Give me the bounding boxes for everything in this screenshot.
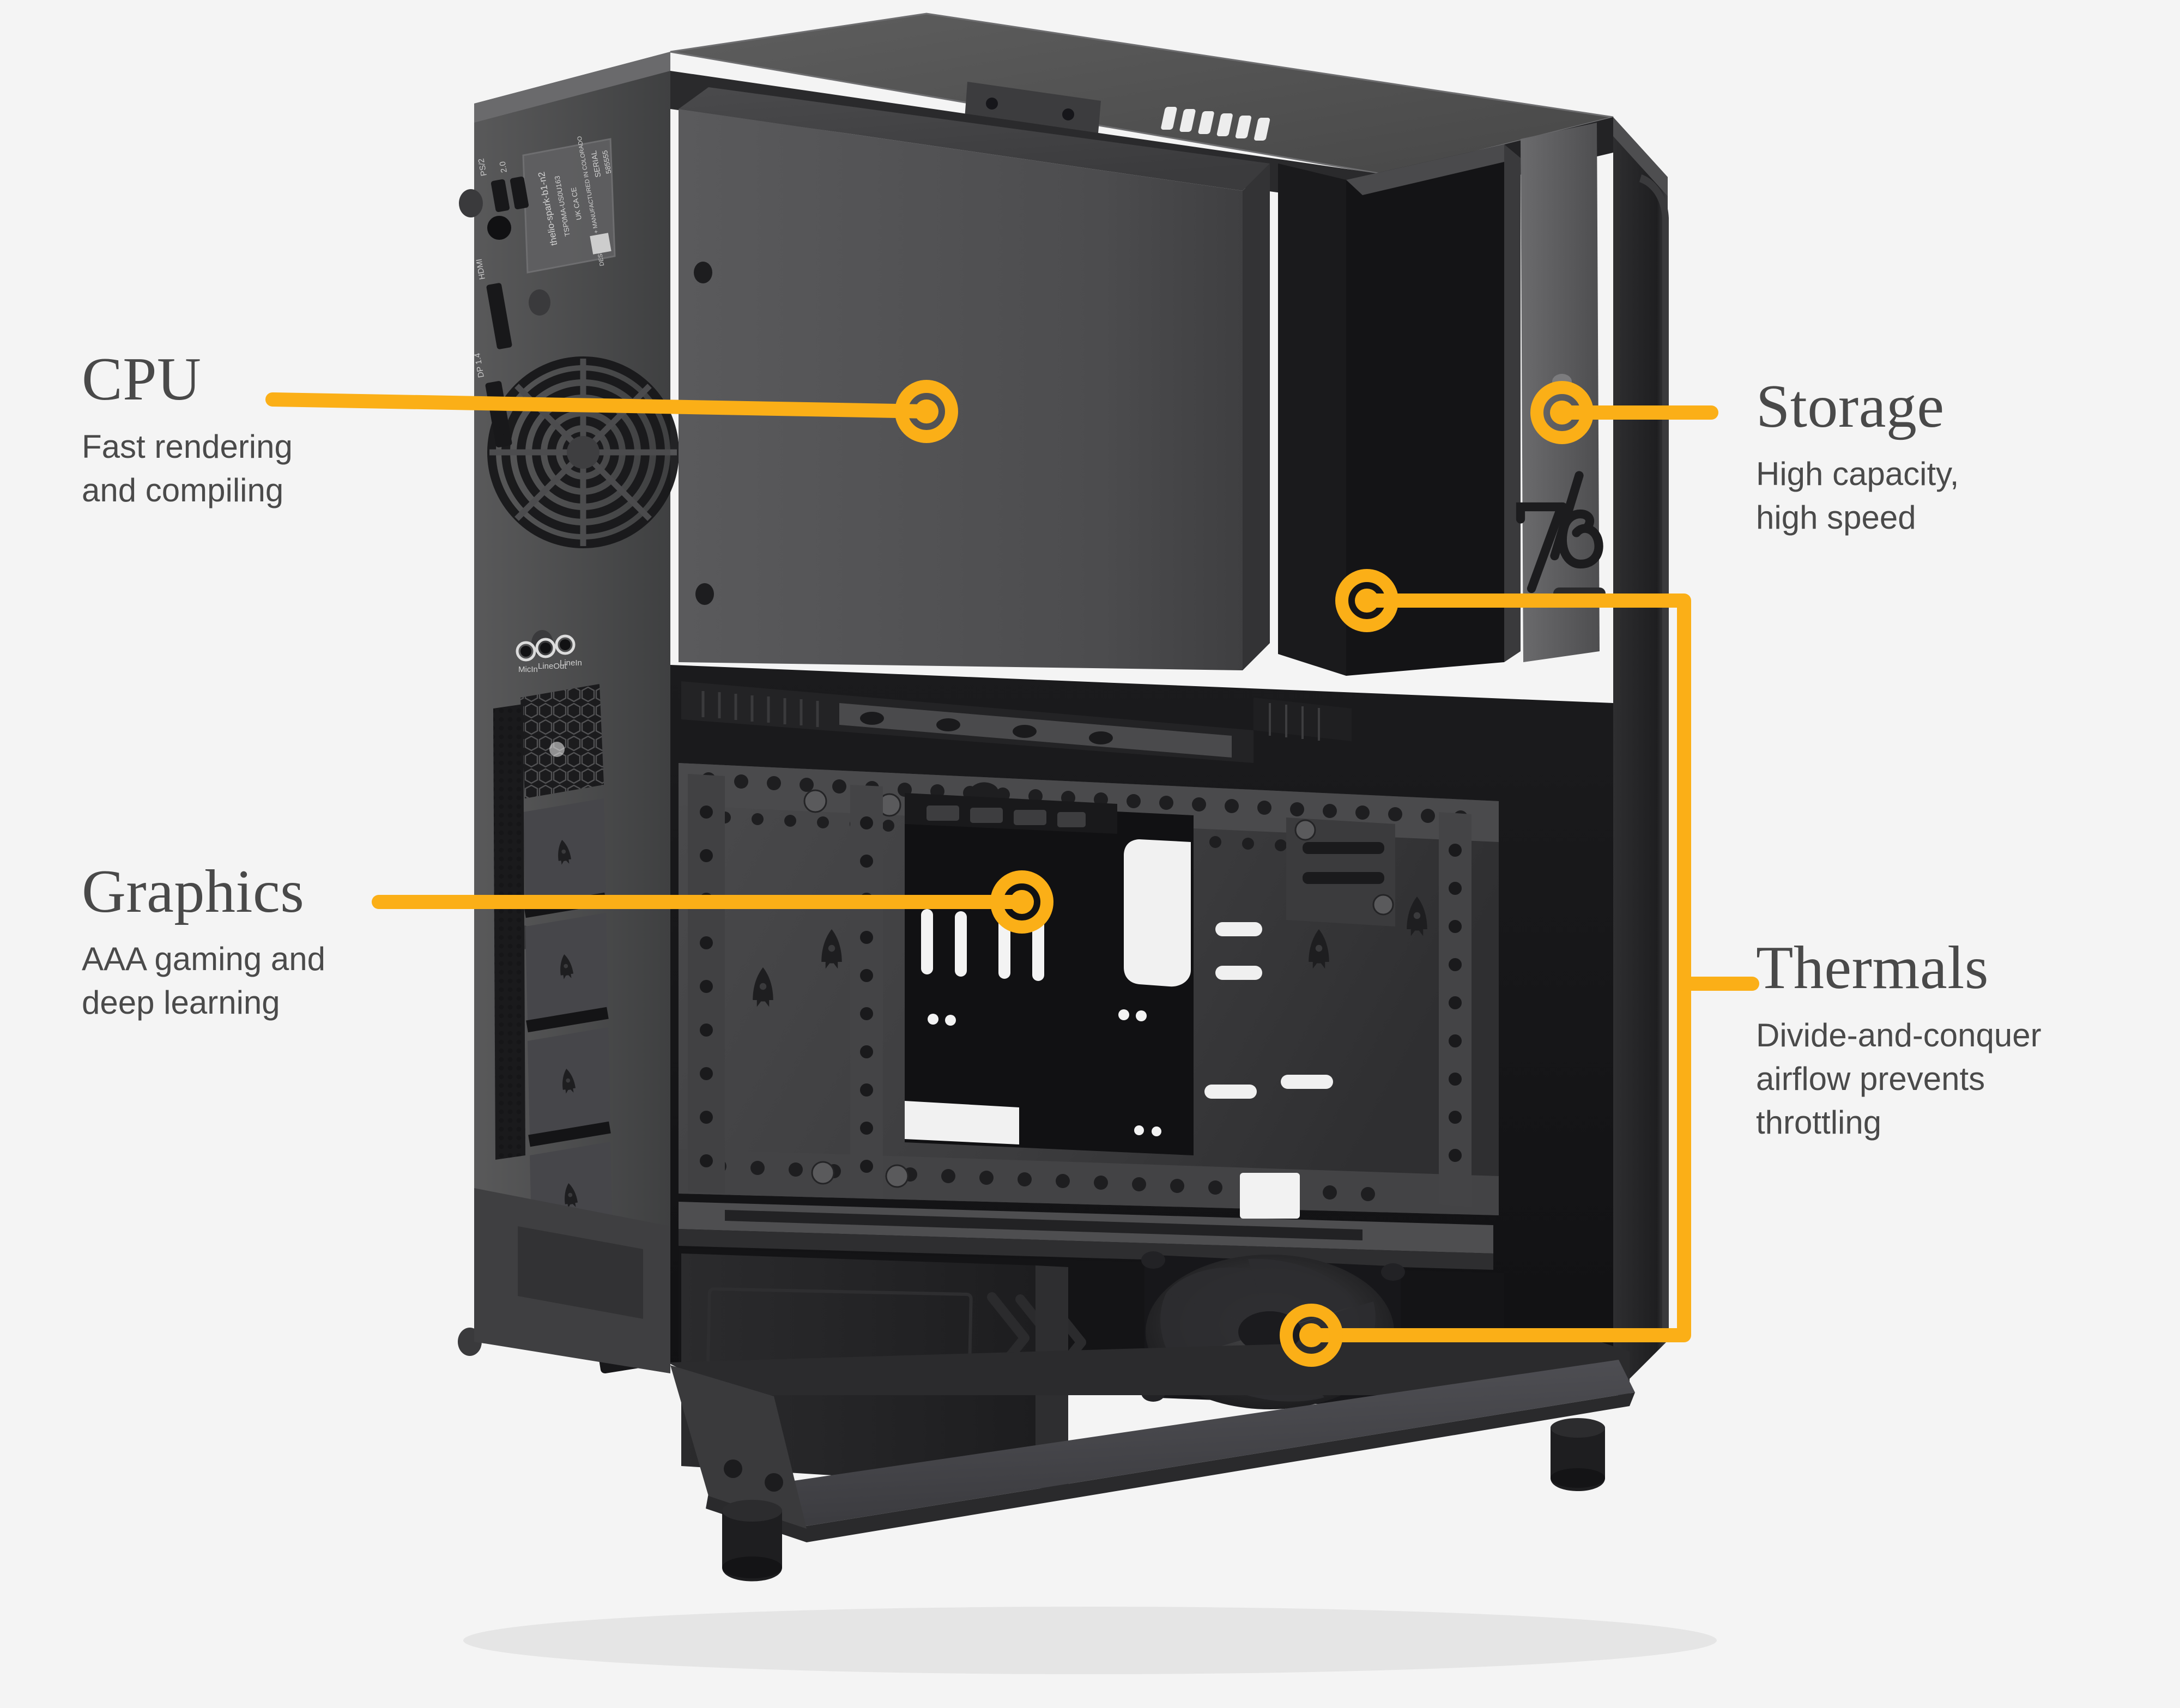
callout-description-graphics: AAA gaming and deep learning xyxy=(82,941,325,1021)
port-label-ps2: PS/2 xyxy=(477,158,489,177)
callout-title-cpu: CPU xyxy=(82,346,202,413)
callout-description-storage: High capacity, high speed xyxy=(1756,456,1959,536)
callout-graphics: Graphics AAA gaming and deep learning xyxy=(82,861,325,1025)
port-label-hdmi: HDMI xyxy=(475,258,487,281)
callout-title-storage: Storage xyxy=(1756,373,1945,440)
callout-description-thermals: Divide-and-conquer airflow prevents thro… xyxy=(1756,1017,2042,1141)
callout-thermals: Thermals Divide-and-conquer airflow prev… xyxy=(1756,937,2042,1144)
port-label-usb: 2.0 xyxy=(498,161,509,173)
audio-label-linein: LineIn xyxy=(560,658,582,668)
callout-description-cpu: Fast rendering and compiling xyxy=(82,428,293,508)
case-serial-value: 585555 xyxy=(601,150,613,174)
audio-label-micin: MicIn xyxy=(518,665,538,674)
audio-label-lineout: LineOut xyxy=(538,662,567,671)
callout-cpu: CPU Fast rendering and compiling xyxy=(82,349,293,512)
callout-title-graphics: Graphics xyxy=(82,858,305,925)
callout-storage: Storage High capacity, high speed xyxy=(1756,376,1959,540)
callout-title-thermals: Thermals xyxy=(1756,934,1989,1002)
